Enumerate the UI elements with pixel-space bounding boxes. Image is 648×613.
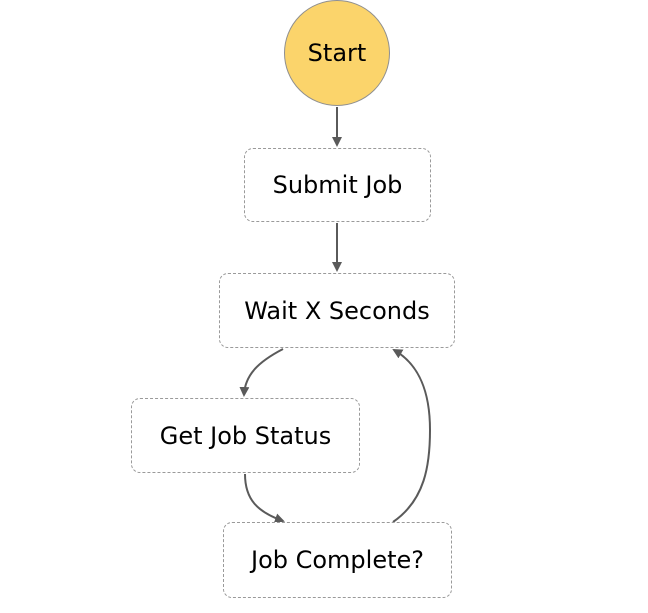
start-node-label: Start (307, 39, 367, 67)
wait-seconds-label: Wait X Seconds (244, 296, 430, 325)
get-job-status-node[interactable]: Get Job Status (131, 398, 360, 473)
submit-job-label: Submit Job (272, 171, 403, 199)
edge-get-job-status-to-job-complete (244, 473, 285, 523)
get-job-status-label: Get Job Status (159, 421, 332, 450)
edge-job-complete-to-wait (392, 349, 432, 523)
start-node[interactable]: Start (284, 0, 390, 106)
wait-seconds-node[interactable]: Wait X Seconds (219, 273, 455, 348)
submit-job-node[interactable]: Submit Job (244, 148, 431, 222)
edge-wait-to-get-job-status (239, 348, 284, 397)
job-complete-label: Job Complete? (250, 546, 425, 574)
job-complete-node[interactable]: Job Complete? (223, 522, 452, 598)
